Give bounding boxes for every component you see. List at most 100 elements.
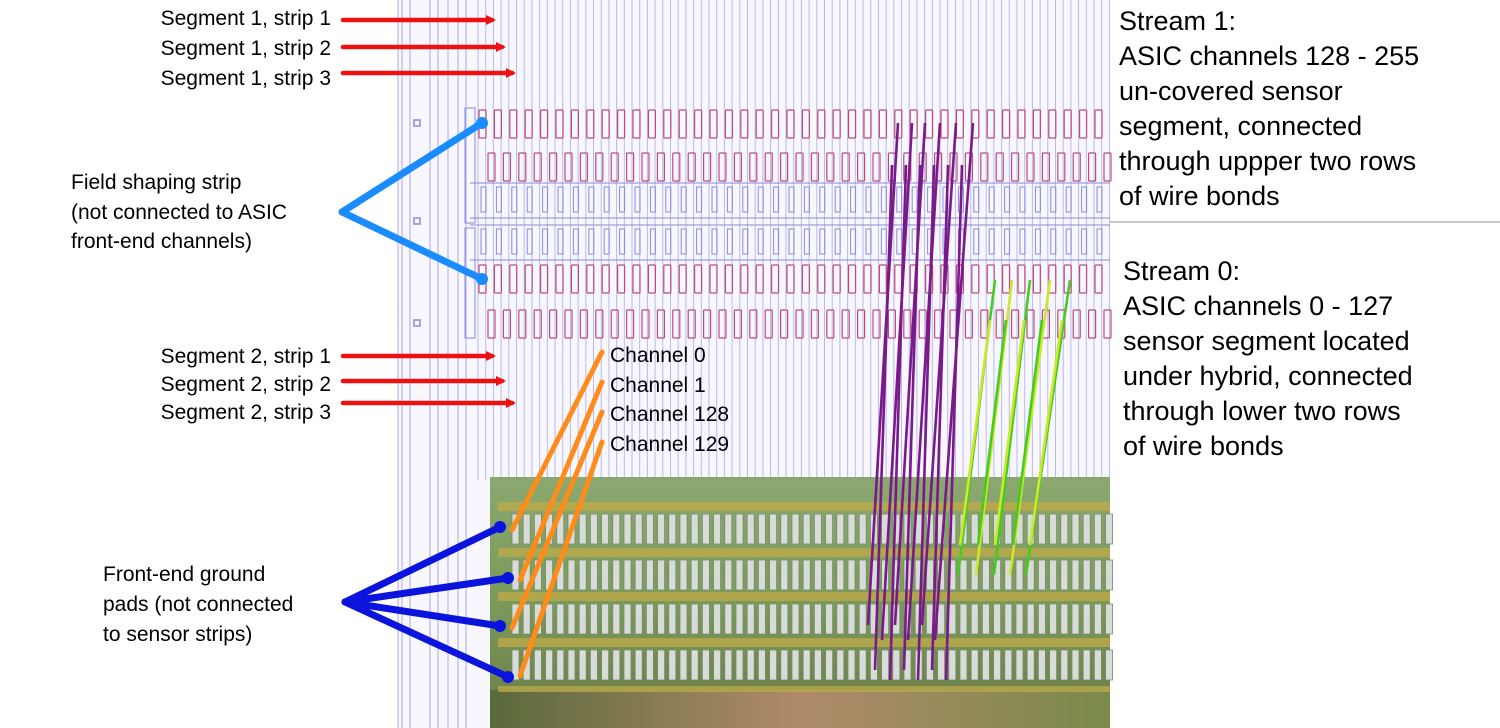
bias-structure (634, 228, 641, 255)
asic-bond-pad (982, 559, 990, 591)
bond-pad (1032, 264, 1042, 294)
bias-structure (1065, 186, 1072, 213)
bond-pad (878, 264, 888, 294)
asic-bond-pad (1082, 649, 1091, 681)
alignment-mark (413, 217, 421, 225)
bias-structure (773, 186, 780, 213)
bond-pad (548, 152, 558, 182)
bond-pad (672, 309, 681, 339)
asic-bond-pad (1105, 513, 1113, 545)
asic-bond-pad (1049, 513, 1057, 545)
bias-structure (742, 186, 749, 213)
bias-structure (911, 186, 918, 213)
bias-structure (1065, 228, 1072, 255)
asic-bond-pad (601, 649, 609, 681)
bond-pad (632, 264, 641, 294)
asic-bond-pad (970, 649, 979, 681)
asic-bond-pad (713, 603, 721, 635)
bond-pad (616, 109, 626, 139)
bond-pad (595, 152, 604, 182)
bias-structure (1004, 186, 1011, 213)
asic-bond-pad (1094, 513, 1102, 545)
bond-pad (564, 152, 573, 182)
asic-bond-pad (993, 649, 1001, 681)
asic-bond-pad (1026, 603, 1035, 635)
asic-bond-pad (668, 649, 677, 681)
stream-1-line-3: segment, connected (1119, 111, 1362, 141)
channel-bond-pointer (509, 349, 605, 533)
bond-pad (795, 309, 804, 339)
asic-bond-pad (601, 603, 609, 635)
bias-structure (619, 186, 626, 213)
bond-pad (1010, 152, 1020, 182)
bond-pad (995, 309, 1004, 339)
asic-bond-pad (657, 559, 665, 591)
asic-bond-pad (802, 559, 811, 591)
asic-bond-pad (746, 603, 755, 635)
bond-pad (718, 309, 727, 339)
ground-pad-pointer (341, 574, 512, 606)
asic-bond-pad (1004, 559, 1013, 591)
asic-bond-pad (948, 603, 957, 635)
stream-1-wire-bond (930, 164, 950, 671)
asic-bond-pad (937, 649, 945, 681)
bond-pad (555, 264, 564, 294)
asic-bond-pad (948, 649, 957, 681)
asic-bond-pad (679, 513, 688, 545)
asic-bond-pad (1015, 649, 1024, 681)
bias-structure (603, 186, 610, 213)
bias-structure (1019, 228, 1026, 255)
bias-structure (634, 186, 641, 213)
asic-bond-pad (735, 649, 744, 681)
bond-pad (625, 152, 635, 182)
asic-bond-pad (1060, 603, 1069, 635)
bond-pad (702, 152, 712, 182)
segment-2-strip-3-label: Segment 2, strip 3 (161, 401, 331, 424)
bond-pad (847, 264, 857, 294)
bias-structure (850, 186, 857, 213)
asic-bond-pad (735, 559, 744, 591)
bias-structure (480, 186, 487, 213)
segment-strip-arrowhead (506, 68, 516, 78)
asic-bond-pad (679, 603, 688, 635)
bond-pad (1078, 264, 1088, 294)
bond-pad (841, 152, 850, 182)
stream-0-wire-bond (1028, 319, 1064, 546)
asic-bond-pad (970, 603, 979, 635)
asic-bond-pad (769, 649, 777, 681)
bond-pad (878, 109, 888, 139)
field-shaping-line-1: Field shaping strip (71, 171, 241, 194)
segment-strip-arrowhead (486, 351, 496, 361)
channel-1-label: Channel 1 (610, 374, 706, 397)
stream-0-line-3: under hybrid, connected (1123, 361, 1413, 391)
bond-pad (810, 309, 820, 339)
segment-strip-arrowhead (506, 398, 516, 408)
bias-structure (1034, 186, 1041, 213)
bond-pad (779, 152, 789, 182)
asic-bond-pad (702, 559, 710, 591)
bias-structure (588, 186, 595, 213)
asic-bond-pad (769, 513, 777, 545)
guard-ring (464, 107, 476, 224)
stream-1-wire-bond (906, 122, 942, 641)
asic-bond-pad (780, 603, 789, 635)
asic-bond-pad (758, 649, 766, 681)
bias-structure (803, 186, 810, 213)
segment-strip-arrowhead (486, 15, 496, 25)
asic-bond-pad (612, 559, 621, 591)
asic-bond-pad (590, 603, 598, 635)
asic-bond-pad (769, 559, 777, 591)
bond-pad (656, 309, 666, 339)
asic-bond-pad (937, 603, 945, 635)
bond-pad (980, 152, 989, 182)
bias-structure (1019, 186, 1026, 213)
bond-pad (1017, 109, 1026, 139)
asic-bond-pad (746, 649, 755, 681)
bias-structure (819, 186, 826, 213)
stream-1-description: Stream 1: ASIC channels 128 - 255 un-cov… (1119, 6, 1419, 211)
bond-pad (533, 152, 542, 182)
bias-structure (495, 186, 502, 213)
bond-pad (986, 109, 995, 139)
segment-2-strip-1-label: Segment 2, strip 1 (161, 345, 331, 368)
